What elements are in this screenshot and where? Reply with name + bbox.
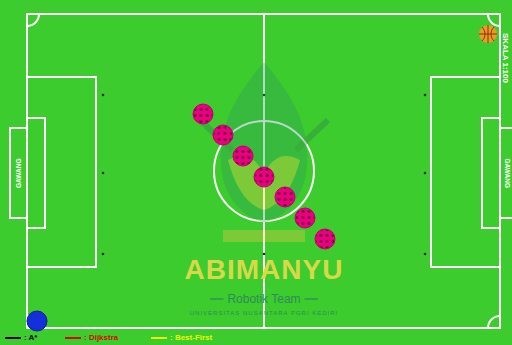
robot-start: [27, 311, 47, 331]
field-lines: [10, 14, 512, 328]
legend-entry: : Best-First: [150, 333, 212, 342]
watermark-bar: [305, 298, 318, 300]
legend-entry: : Dijkstra: [64, 333, 118, 342]
legend-text: : A*: [24, 333, 37, 342]
watermark-bar: [210, 298, 223, 300]
watermark-subtitle: Robotik Team: [227, 293, 300, 305]
goal-label: GAWANG: [15, 158, 22, 188]
basketball-goal: [479, 25, 497, 43]
scale-label: SKALA 1:100: [501, 33, 509, 83]
watermark-caption: UNIVERSITAS NUSANTARA PGRI KEDIRI: [190, 310, 338, 316]
goal-label: GAWANG: [504, 158, 511, 188]
legend-line-sample: [64, 335, 82, 341]
legend-line-sample: [4, 335, 22, 341]
legend-text: : Best-First: [170, 333, 212, 342]
obstacle-robots: [193, 104, 335, 249]
watermark-title: ABIMANYU: [185, 256, 344, 284]
legend-text: : Dijkstra: [84, 333, 118, 342]
legend-entry: : A*: [4, 333, 37, 342]
legend-line-sample: [150, 335, 168, 341]
logo-watermark: [200, 62, 328, 242]
